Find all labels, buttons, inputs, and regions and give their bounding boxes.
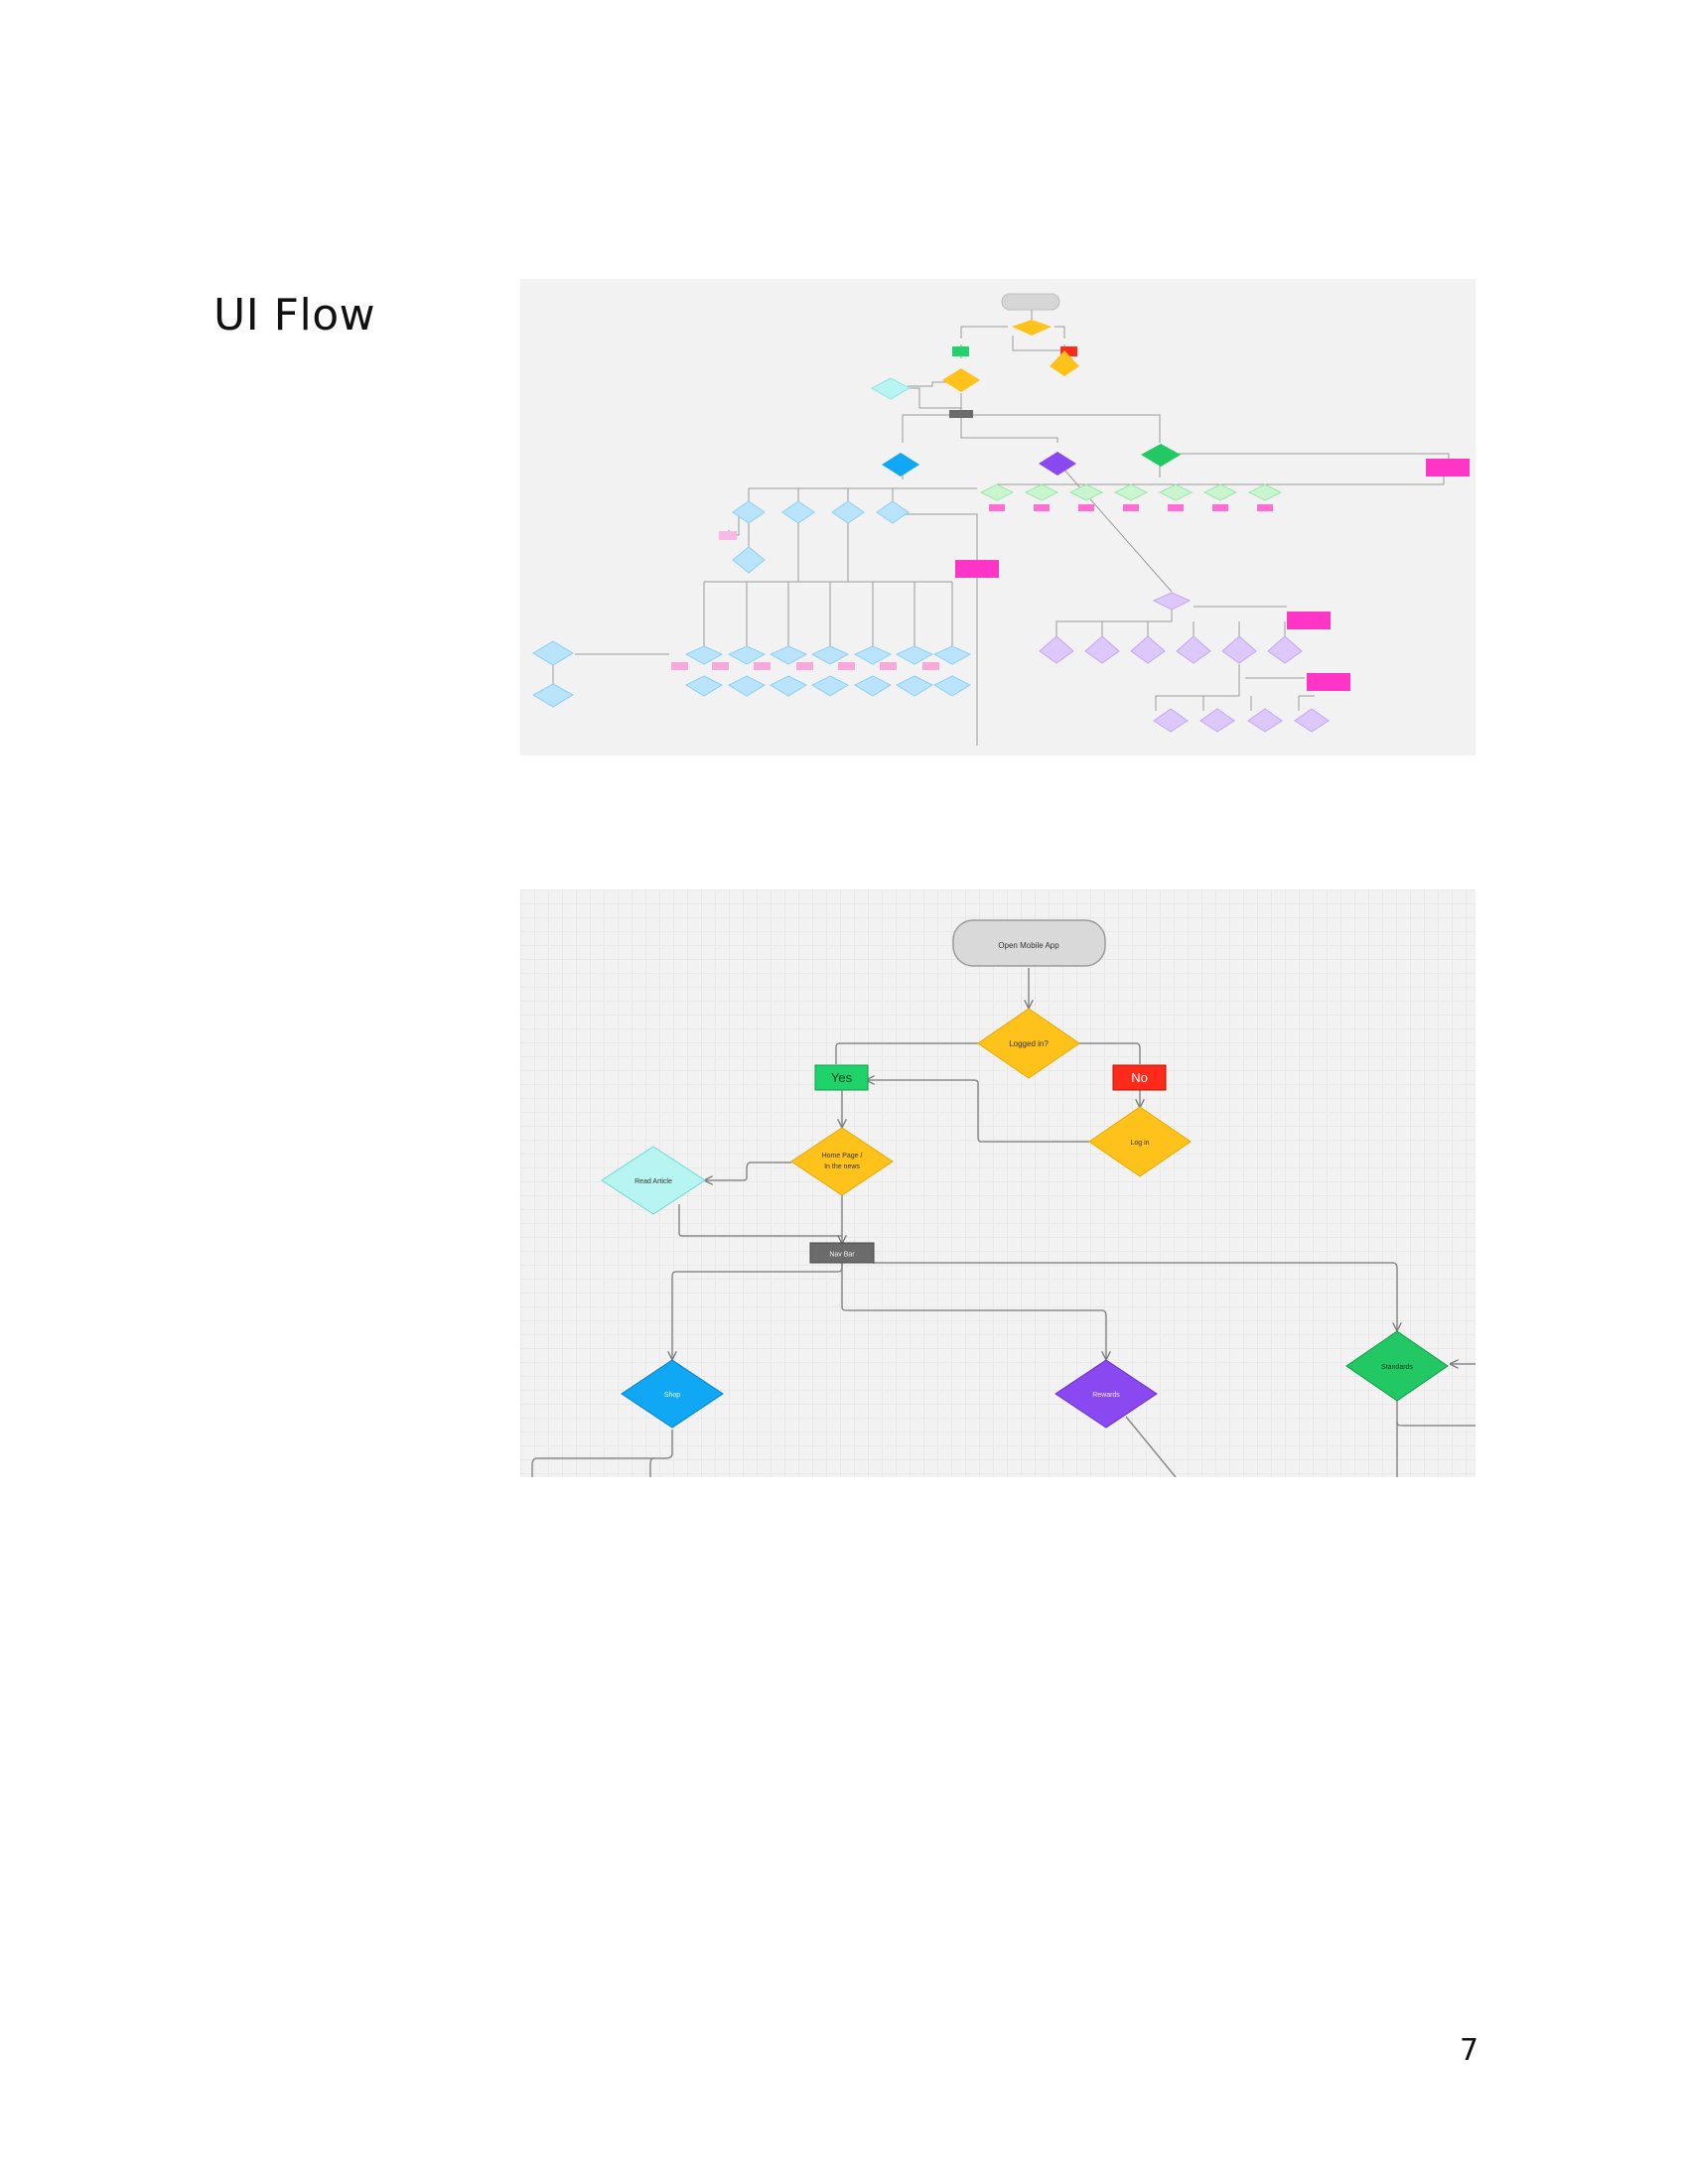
nav-bar-node	[809, 1242, 875, 1264]
logged-in-label: Logged in?	[1009, 1039, 1049, 1048]
nav-bar-label: Nav Bar	[829, 1252, 855, 1259]
connector-shop-down	[649, 1457, 655, 1477]
page-number: 7	[1460, 2033, 1479, 2068]
login-label: Log in	[1130, 1140, 1149, 1147]
yes-box	[814, 1064, 869, 1091]
standards-node	[1345, 1330, 1449, 1402]
home-label-line1: Home Page /	[822, 1153, 863, 1160]
flowchart-detail-diagram: Open Mobile App Logged in? Yes No Log in…	[531, 919, 1476, 1477]
connector-logged-in-yes	[835, 1042, 979, 1064]
flowchart-detail-image: Open Mobile App Logged in? Yes No Log in…	[520, 889, 1476, 1477]
no-label: No	[1131, 1070, 1148, 1085]
connector-shop-left	[531, 1430, 673, 1477]
standards-label: Standards	[1381, 1364, 1413, 1371]
home-page-decision	[790, 1127, 894, 1196]
login-decision	[1088, 1106, 1192, 1177]
shop-node	[621, 1359, 724, 1429]
connector-nav-to-rewards	[841, 1263, 1106, 1359]
connector-nav-to-shop	[672, 1263, 843, 1359]
read-article-node	[601, 1146, 706, 1215]
start-terminal	[952, 919, 1106, 967]
yes-label: Yes	[831, 1070, 853, 1085]
connector-login-to-yes	[867, 1080, 1089, 1143]
connector-standards-right	[1396, 1421, 1476, 1427]
flowchart-overview-diagram	[531, 293, 1470, 746]
connector-article-to-nav	[678, 1204, 842, 1237]
shop-label: Shop	[664, 1392, 680, 1399]
rewards-node	[1055, 1359, 1158, 1429]
connector-home-to-article	[705, 1161, 791, 1180]
page-title: UI Flow	[213, 290, 376, 341]
connector-rewards-down	[1125, 1416, 1177, 1477]
no-box	[1112, 1064, 1167, 1091]
home-label-line2: In the news	[824, 1163, 860, 1170]
start-label: Open Mobile App	[998, 941, 1059, 950]
rewards-label: Rewards	[1092, 1392, 1120, 1399]
flowchart-overview-image	[520, 279, 1476, 755]
connector-nav-to-standards	[873, 1262, 1397, 1330]
connector-logged-in-no	[1078, 1042, 1141, 1064]
read-article-label: Read Article	[634, 1178, 672, 1185]
logged-in-decision	[977, 1008, 1080, 1079]
